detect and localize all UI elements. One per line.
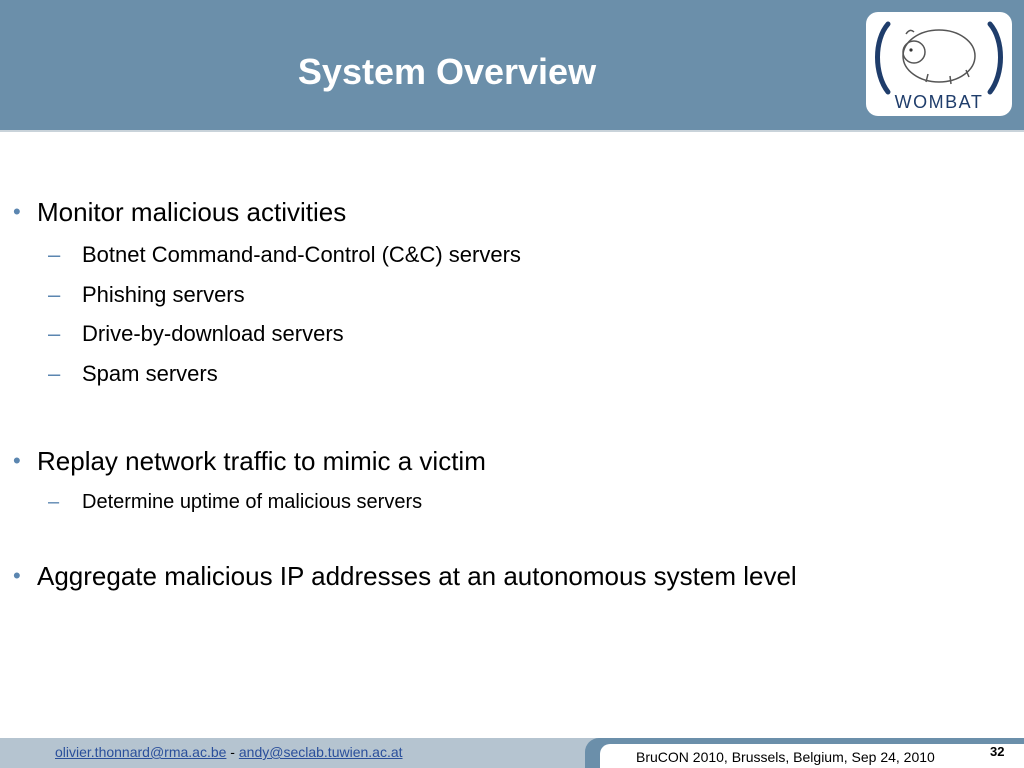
slide-header: [0, 0, 1024, 132]
footer-event-text: BruCON 2010, Brussels, Belgium, Sep 24, …: [636, 749, 935, 765]
sub-bullet-item: – Determine uptime of malicious servers: [48, 489, 423, 515]
wombat-logo: WOMBAT: [866, 12, 1012, 116]
bullet-dot-icon: •: [13, 448, 21, 473]
sub-bullet-item: – Phishing servers: [48, 282, 245, 308]
sub-bullet-text: Drive-by-download servers: [82, 321, 344, 346]
slide-title: System Overview: [297, 51, 597, 92]
sub-bullet-text: Spam servers: [82, 361, 218, 386]
footer-right-inner: [600, 744, 1024, 768]
bullet-item: • Monitor malicious activities: [13, 197, 347, 227]
sub-bullet-item: – Spam servers: [48, 361, 218, 387]
sub-bullet-item: – Botnet Command-and-Control (C&C) serve…: [48, 242, 521, 268]
email-link-2[interactable]: andy@seclab.tuwien.ac.at: [238, 744, 403, 760]
wombat-logo-icon: [875, 21, 1003, 95]
dash-icon: –: [48, 491, 60, 513]
dash-icon: –: [48, 361, 61, 386]
bullet-item: • Replay network traffic to mimic a vict…: [13, 446, 486, 476]
logo-text: WOMBAT: [894, 92, 984, 112]
dash-icon: –: [48, 242, 61, 267]
email-link-1[interactable]: olivier.thonnard@rma.ac.be: [55, 744, 227, 760]
dash-icon: –: [48, 282, 61, 307]
email-separator: -: [226, 744, 239, 760]
bullet-text: Aggregate malicious IP addresses at an a…: [37, 561, 797, 591]
sub-bullet-item: – Drive-by-download servers: [48, 321, 344, 347]
dash-icon: –: [48, 321, 61, 346]
page-number: 32: [990, 744, 1005, 759]
bullet-dot-icon: •: [13, 563, 21, 588]
sub-bullet-text: Botnet Command-and-Control (C&C) servers: [82, 242, 521, 267]
sub-bullet-text: Phishing servers: [82, 282, 245, 307]
sub-bullet-text: Determine uptime of malicious servers: [82, 491, 423, 513]
bullet-item: • Aggregate malicious IP addresses at an…: [13, 561, 797, 591]
footer-emails: olivier.thonnard@rma.ac.be - andy@seclab…: [55, 744, 403, 760]
bullet-text: Monitor malicious activities: [37, 197, 347, 227]
bullet-dot-icon: •: [13, 199, 21, 224]
bullet-text: Replay network traffic to mimic a victim: [37, 446, 486, 476]
